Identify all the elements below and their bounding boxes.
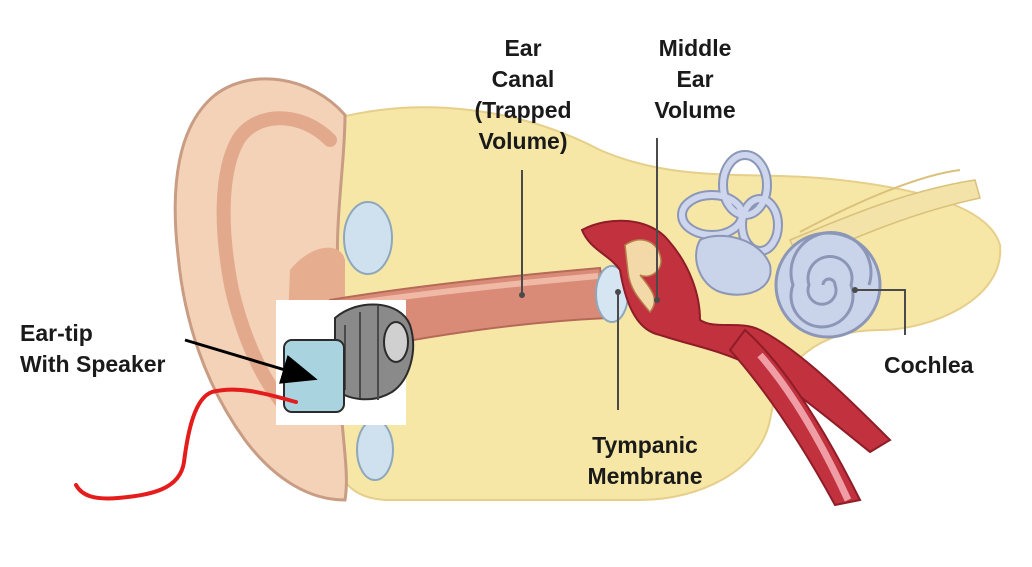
cartilage-lower (356, 419, 394, 481)
label-cochlea: Cochlea (884, 352, 974, 378)
pointer-lines (521, 138, 906, 410)
pinna-helix-fold (216, 111, 337, 417)
ear-tip-nozzle (383, 321, 409, 363)
label-ear-canal: Ear Canal (Trapped Volume) (474, 35, 572, 154)
cochlea-shape (774, 231, 882, 339)
vestibule (695, 234, 772, 296)
cartilage-upper (343, 201, 393, 275)
label-middle-ear-volume: Middle Ear Volume (654, 35, 736, 123)
ossicles (624, 239, 662, 314)
middle-ear (580, 219, 892, 454)
label-tympanic-membrane: Tympanic Membrane (587, 432, 703, 489)
label-ear-tip-with-speaker: Ear-tip With Speaker (20, 320, 166, 377)
speaker-cable (74, 387, 298, 501)
ear-tip-arrow (184, 338, 318, 384)
eustachian-tube-inner (757, 352, 852, 502)
